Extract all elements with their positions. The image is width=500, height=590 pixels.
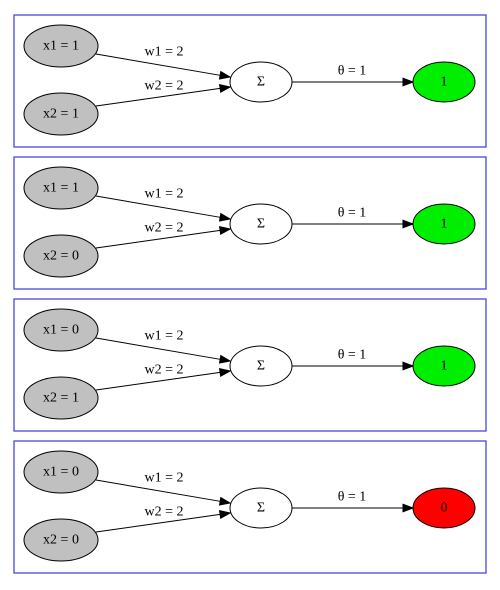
sum-node bbox=[229, 345, 293, 387]
input-node-x1 bbox=[23, 308, 99, 352]
sum-symbol: Σ bbox=[257, 359, 265, 374]
threshold-label: θ = 1 bbox=[338, 64, 367, 79]
edge-w2 bbox=[95, 513, 221, 533]
input-x1-label: x1 = 0 bbox=[43, 465, 79, 480]
weight-w1-label: w1 = 2 bbox=[144, 187, 183, 202]
weight-w1-label: w1 = 2 bbox=[144, 45, 183, 60]
input-node-x2 bbox=[23, 234, 99, 278]
input-x2-label: x2 = 1 bbox=[43, 391, 79, 406]
input-x1-label: x1 = 1 bbox=[43, 39, 79, 54]
weight-w2-label: w2 = 2 bbox=[144, 79, 183, 94]
edge-w2 bbox=[95, 87, 221, 107]
output-node bbox=[412, 61, 476, 103]
edge-w2-arrowhead bbox=[218, 225, 232, 235]
threshold-label: θ = 1 bbox=[338, 348, 367, 363]
edge-theta-arrowhead bbox=[402, 77, 415, 87]
threshold-label: θ = 1 bbox=[338, 206, 367, 221]
weight-w2-label: w2 = 2 bbox=[144, 221, 183, 236]
input-x1-label: x1 = 1 bbox=[43, 181, 79, 196]
edge-w2-arrowhead bbox=[218, 367, 232, 377]
input-x2-label: x2 = 0 bbox=[43, 533, 79, 548]
edge-theta-arrowhead bbox=[402, 503, 415, 513]
edge-w1 bbox=[95, 53, 221, 76]
edge-w2 bbox=[95, 229, 221, 249]
input-node-x2 bbox=[23, 92, 99, 136]
output-value: 1 bbox=[441, 217, 448, 232]
edge-w1 bbox=[95, 337, 221, 360]
weight-w2-label: w2 = 2 bbox=[144, 363, 183, 378]
input-node-x1 bbox=[23, 24, 99, 68]
output-node bbox=[412, 203, 476, 245]
input-node-x1 bbox=[23, 166, 99, 210]
sum-node bbox=[229, 487, 293, 529]
panel-3: x1 = 0 x2 = 1 Σ 1 w1 = 2 w2 = 2 θ = 1 bbox=[13, 298, 487, 432]
edge-w2 bbox=[95, 371, 221, 391]
sum-symbol: Σ bbox=[257, 75, 265, 90]
edge-w1-arrowhead bbox=[218, 354, 232, 364]
weight-w1-label: w1 = 2 bbox=[144, 329, 183, 344]
edge-theta-arrowhead bbox=[402, 361, 415, 371]
edge-w2-arrowhead bbox=[218, 509, 232, 519]
output-node bbox=[412, 487, 476, 529]
edge-w1-arrowhead bbox=[218, 212, 232, 222]
input-x2-label: x2 = 0 bbox=[43, 249, 79, 264]
weight-w2-label: w2 = 2 bbox=[144, 505, 183, 520]
panel-1: x1 = 1 x2 = 1 Σ 1 w1 = 2 w2 = 2 θ = 1 bbox=[13, 14, 487, 148]
input-node-x2 bbox=[23, 376, 99, 420]
weight-w1-label: w1 = 2 bbox=[144, 471, 183, 486]
input-x1-label: x1 = 0 bbox=[43, 323, 79, 338]
panel-2: x1 = 1 x2 = 0 Σ 1 w1 = 2 w2 = 2 θ = 1 bbox=[13, 156, 487, 290]
edge-w2-arrowhead bbox=[218, 83, 232, 93]
edge-theta-arrowhead bbox=[402, 219, 415, 229]
input-x2-label: x2 = 1 bbox=[43, 107, 79, 122]
output-node bbox=[412, 345, 476, 387]
output-value: 1 bbox=[441, 75, 448, 90]
sum-symbol: Σ bbox=[257, 217, 265, 232]
edge-w1-arrowhead bbox=[218, 70, 232, 80]
edge-w1 bbox=[95, 195, 221, 218]
threshold-label: θ = 1 bbox=[338, 490, 367, 505]
sum-symbol: Σ bbox=[257, 501, 265, 516]
edge-w1-arrowhead bbox=[218, 496, 232, 506]
output-value: 1 bbox=[441, 359, 448, 374]
edge-w1 bbox=[95, 479, 221, 502]
input-node-x2 bbox=[23, 518, 99, 562]
sum-node bbox=[229, 61, 293, 103]
input-node-x1 bbox=[23, 450, 99, 494]
output-value: 0 bbox=[441, 501, 448, 516]
panel-4: x1 = 0 x2 = 0 Σ 0 w1 = 2 w2 = 2 θ = 1 bbox=[13, 440, 487, 574]
sum-node bbox=[229, 203, 293, 245]
